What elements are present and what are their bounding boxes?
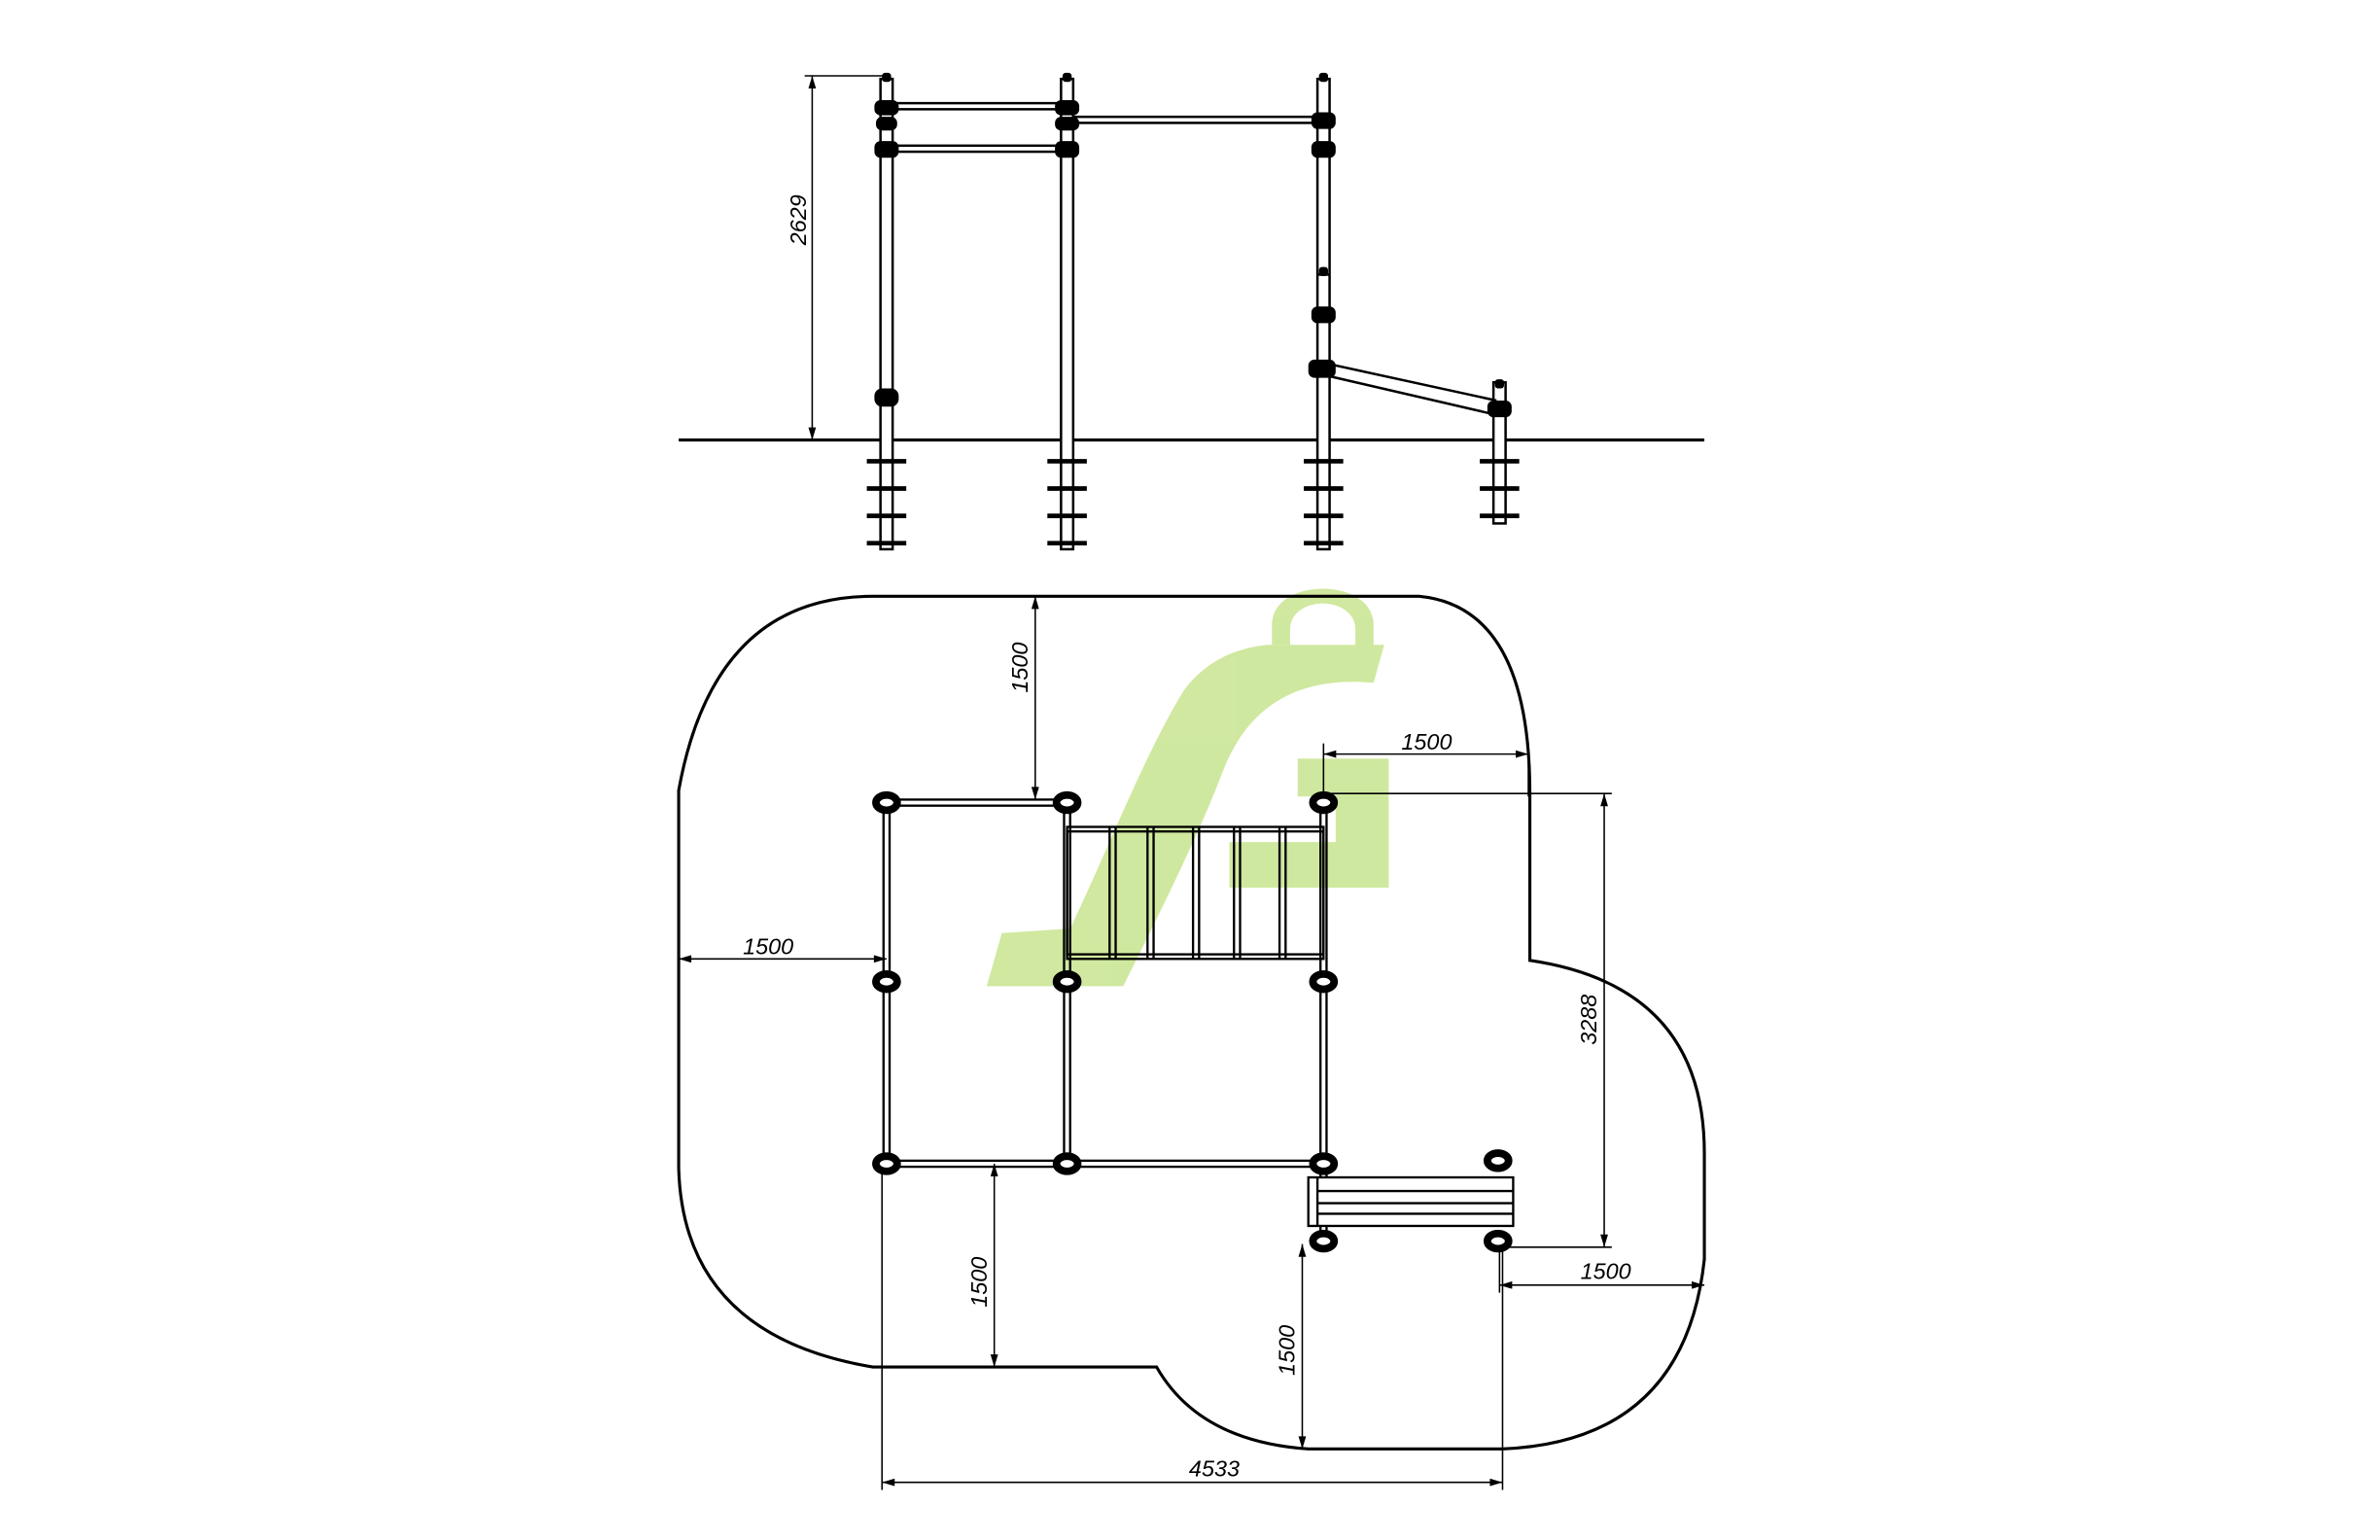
bars — [891, 101, 1497, 416]
right-bottom-clearance-label: 1500 — [1581, 1259, 1631, 1284]
bottom-clearance-label: 1500 — [1275, 1325, 1300, 1376]
top-clearance-label: 1500 — [1007, 643, 1032, 693]
bottom-left-clearance-label: 1500 — [966, 1257, 992, 1308]
dimension-lines — [679, 596, 1705, 1490]
width-dimension-label: 4533 — [1189, 1455, 1240, 1481]
ladder — [1066, 825, 1325, 961]
sg-logo-icon — [986, 588, 1389, 987]
ground-anchors — [866, 459, 1520, 546]
clamps — [874, 72, 1512, 418]
safety-zone-outline — [677, 594, 1706, 1451]
left-clearance-label: 1500 — [743, 934, 793, 960]
bench — [1307, 1175, 1515, 1228]
right-top-clearance-label: 1500 — [1401, 729, 1452, 754]
height-dimension: 2629 — [786, 75, 887, 440]
plan-view: 1500 1500 1500 1500 1500 1500 3288 4533 — [677, 594, 1706, 1490]
height-dimension-label: 2629 — [786, 194, 811, 246]
depth-dimension-label: 3288 — [1576, 995, 1601, 1045]
elevation-view: 2629 — [679, 72, 1705, 551]
